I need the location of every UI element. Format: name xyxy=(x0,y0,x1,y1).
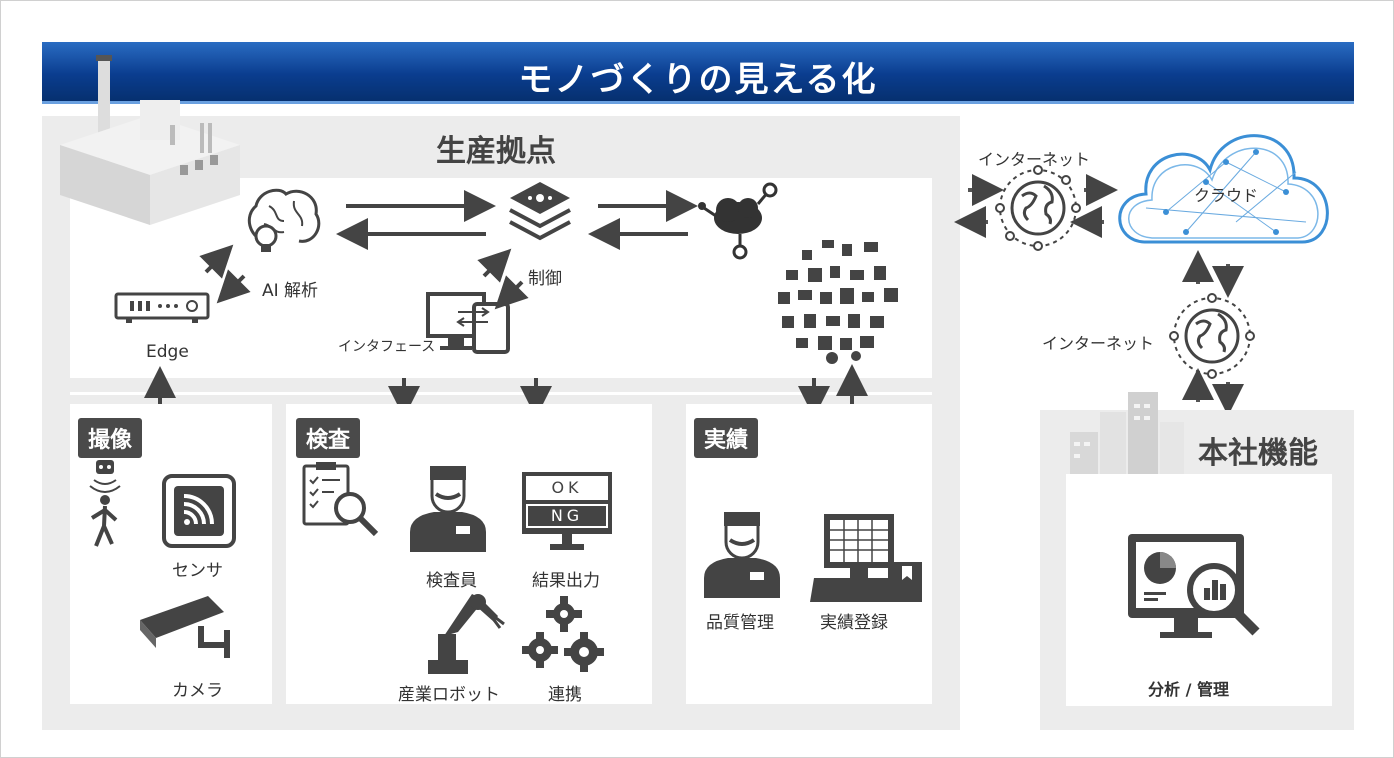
robot-label: 産業ロボット xyxy=(398,685,500,705)
sensor-label: センサ xyxy=(172,561,223,581)
interface-devices-icon xyxy=(426,292,510,354)
inspection-tag: 検査 xyxy=(296,418,361,458)
interface-label: インタフェース xyxy=(338,339,436,355)
camera-icon xyxy=(140,596,230,658)
control-label: 制御 xyxy=(528,269,562,289)
cloud-network-icon xyxy=(698,182,778,260)
record-terminal-icon xyxy=(810,514,922,602)
result-output-label: 結果出力 xyxy=(532,571,600,591)
monitor-ok-text: OK xyxy=(526,476,608,500)
monitor-ng-text: NG xyxy=(526,504,608,528)
quality-label: 品質管理 xyxy=(706,613,774,633)
sensor-icon xyxy=(162,474,236,548)
title-banner: モノづくりの見える化 xyxy=(42,42,1354,104)
factory-icon xyxy=(60,55,240,225)
result-monitor: OK NG xyxy=(522,472,612,534)
ai-brain-icon xyxy=(247,188,321,252)
inspector-label: 検査員 xyxy=(426,571,477,591)
results-tag: 実績 xyxy=(694,418,759,458)
data-icons-cluster xyxy=(778,240,898,364)
gears-link-icon xyxy=(522,596,604,672)
internet-top-label: インターネット xyxy=(978,150,1091,169)
edge-label: Edge xyxy=(146,342,189,362)
banner-title: モノづくりの見える化 xyxy=(518,60,878,100)
quality-worker-icon xyxy=(704,512,780,598)
internet-bottom-label: インターネット xyxy=(1042,334,1155,353)
checklist-search-icon xyxy=(302,462,379,537)
camera-label: カメラ xyxy=(172,681,223,701)
analysis-label: 分析 / 管理 xyxy=(1148,680,1229,699)
analysis-monitor-icon xyxy=(1128,534,1260,638)
divider-line xyxy=(70,392,932,395)
internet-globe-top-icon xyxy=(995,165,1081,251)
ai-label: AI 解析 xyxy=(262,281,319,301)
capture-tag: 撮像 xyxy=(78,418,143,458)
control-layers-icon xyxy=(509,182,571,241)
edge-device-icon xyxy=(114,292,210,323)
inspector-worker-icon xyxy=(410,466,486,552)
monitor-stand-icon xyxy=(550,534,584,550)
industrial-robot-icon xyxy=(428,594,505,674)
cloud-label: クラウド xyxy=(1194,186,1259,205)
site-title: 生産拠点 xyxy=(436,134,556,169)
internet-globe-bottom-icon xyxy=(1169,293,1255,379)
motion-sensor-person-icon xyxy=(89,460,121,547)
link-label: 連携 xyxy=(548,685,582,705)
cloud-icon xyxy=(1118,134,1329,244)
record-label: 実績登録 xyxy=(820,613,888,633)
hq-title: 本社機能 xyxy=(1198,436,1318,471)
